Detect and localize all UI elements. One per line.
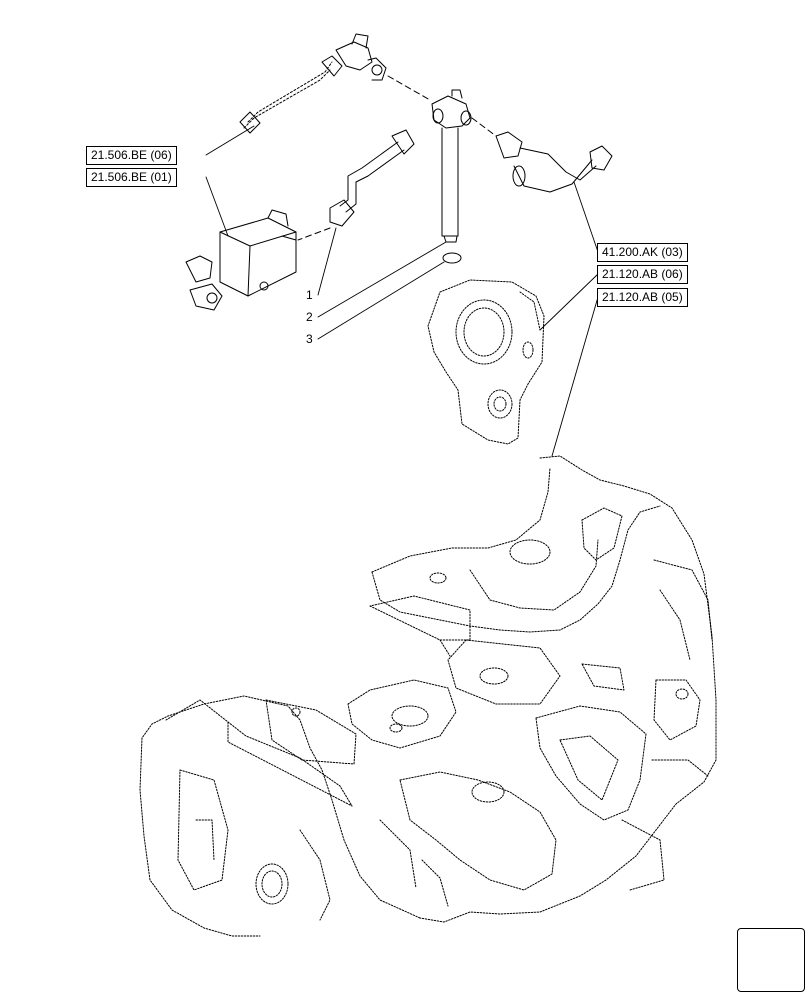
hose-assembly-left <box>239 33 431 134</box>
next-page-button[interactable] <box>737 928 805 992</box>
bent-pipe <box>297 129 415 241</box>
ref-41-200-ak-03[interactable]: 41.200.AK (03) <box>597 243 688 262</box>
hose-assembly-right <box>495 131 613 193</box>
tee-fitting <box>431 89 497 264</box>
ref-21-120-ab-05[interactable]: 21.120.AB (05) <box>597 288 688 307</box>
o-ring <box>442 252 462 264</box>
ref-21-506-be-06[interactable]: 21.506.BE (06) <box>86 146 177 165</box>
ref-21-506-be-01[interactable]: 21.506.BE (01) <box>86 168 177 187</box>
callout-1: 1 <box>306 288 313 302</box>
housing-plate <box>427 279 545 445</box>
callout-3: 3 <box>306 332 313 346</box>
valve-block <box>185 209 297 311</box>
ref-21-120-ab-06[interactable]: 21.120.AB (06) <box>597 265 688 284</box>
transmission-housing <box>139 455 717 937</box>
leader-lines <box>205 125 599 457</box>
callout-2: 2 <box>306 310 313 324</box>
